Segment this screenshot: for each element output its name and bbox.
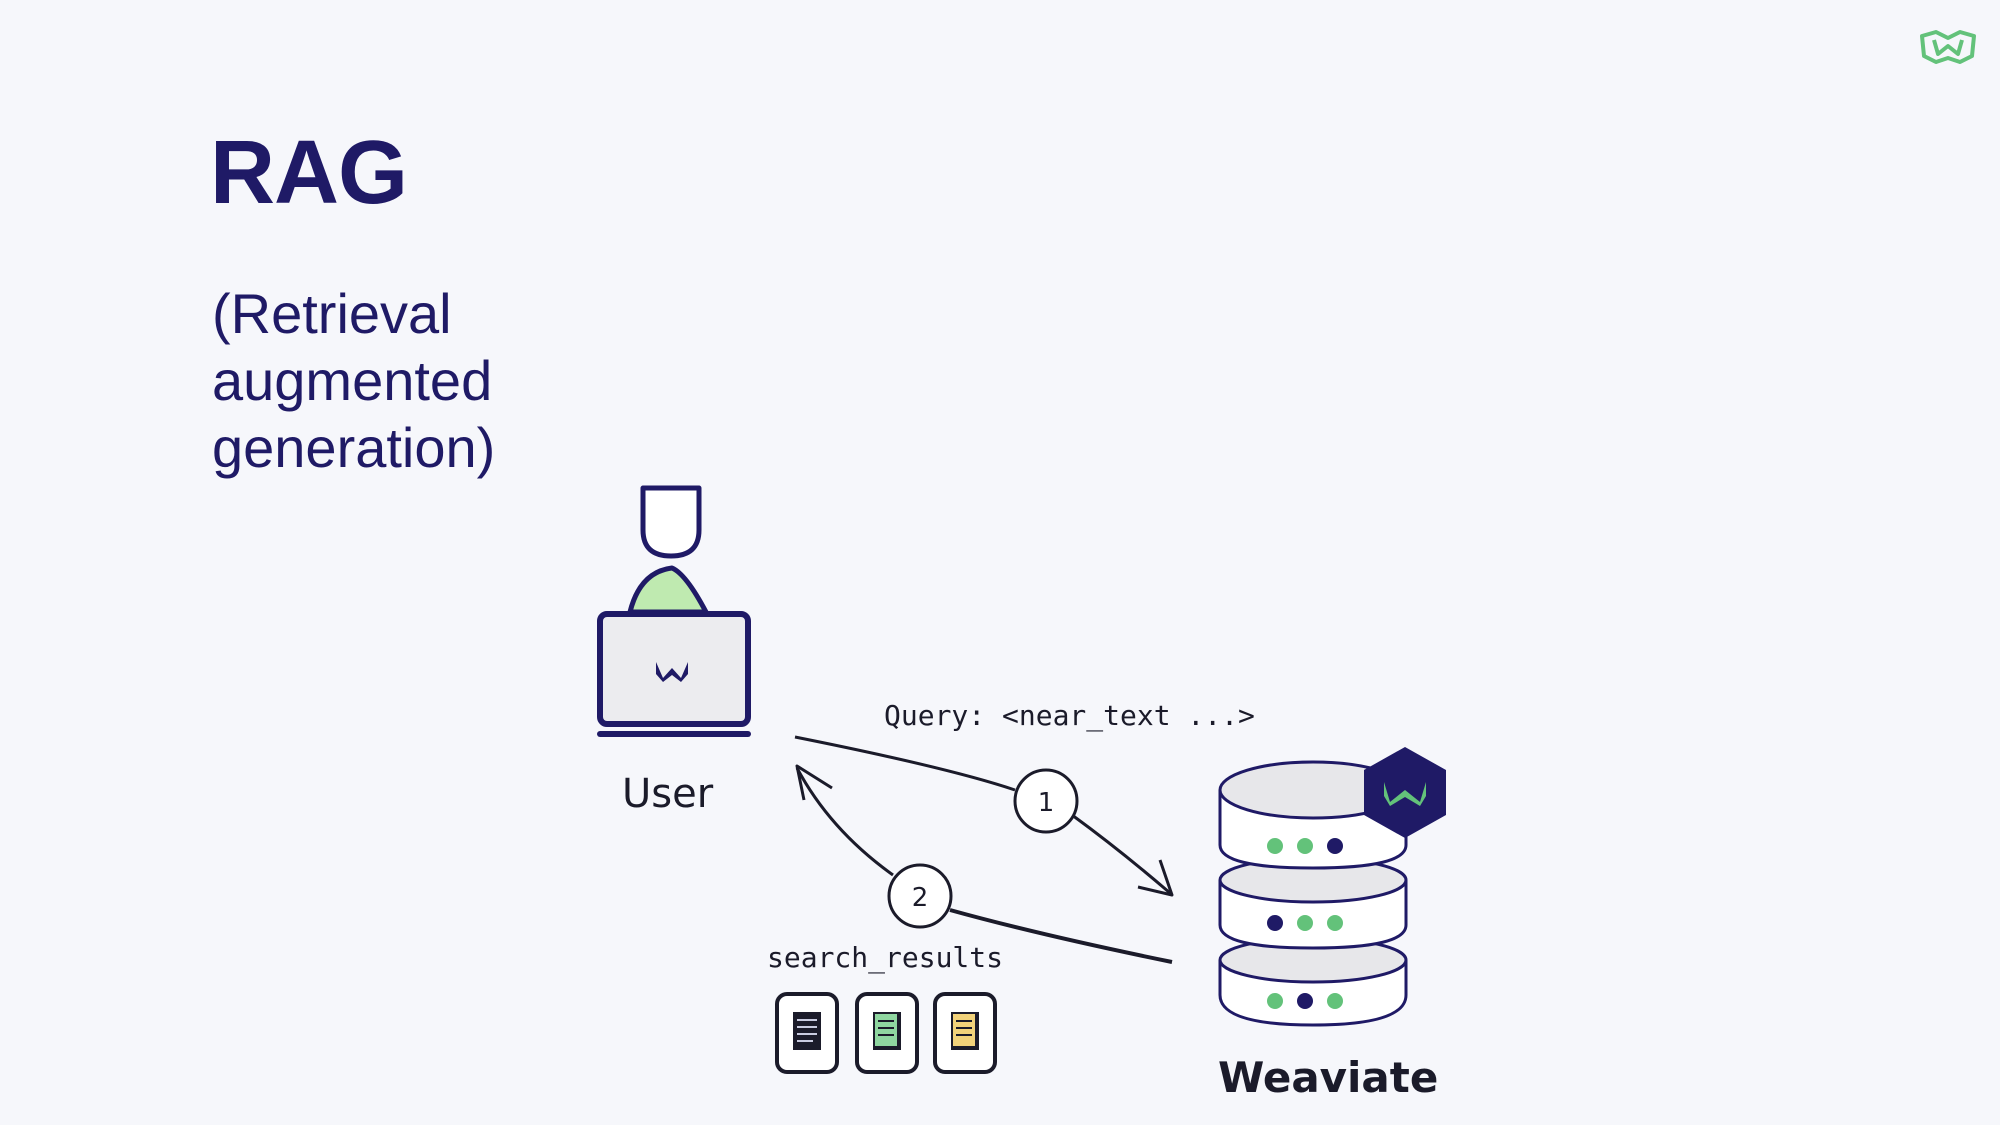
database-status-dots — [1267, 838, 1343, 1009]
user-label: User — [622, 771, 714, 817]
step-2-label: 2 — [912, 883, 929, 913]
results-arrow-tail — [795, 767, 894, 877]
step-1-badge: 1 — [1013, 768, 1079, 834]
subtitle-line-1: (Retrieval — [212, 282, 452, 345]
results-arrowhead — [795, 764, 833, 801]
document-icon — [855, 992, 919, 1074]
subtitle-line-3: generation) — [212, 416, 496, 479]
document-icon — [775, 992, 839, 1074]
document-icon — [933, 992, 997, 1074]
query-arrow-tail — [1071, 813, 1171, 895]
weaviate-logo-icon — [1920, 30, 1976, 64]
results-label: search_results — [767, 941, 1003, 975]
subtitle-line-2: augmented — [212, 349, 493, 412]
slide-title: RAG — [210, 123, 408, 223]
laptop-icon — [597, 611, 751, 737]
query-arrow — [794, 735, 1016, 792]
slide-subtitle: (Retrieval augmented generation) — [212, 280, 495, 481]
database-icon — [1218, 760, 1408, 1027]
step-1-label: 1 — [1038, 788, 1055, 818]
user-icon — [627, 485, 709, 615]
weaviate-hex-logo-icon — [1364, 747, 1446, 838]
query-label: Query: <near_text ...> — [884, 699, 1255, 733]
step-2-badge: 2 — [887, 863, 953, 929]
db-label: Weaviate — [1218, 1053, 1438, 1102]
results-arrow — [949, 908, 1173, 964]
query-arrowhead — [1137, 859, 1174, 897]
